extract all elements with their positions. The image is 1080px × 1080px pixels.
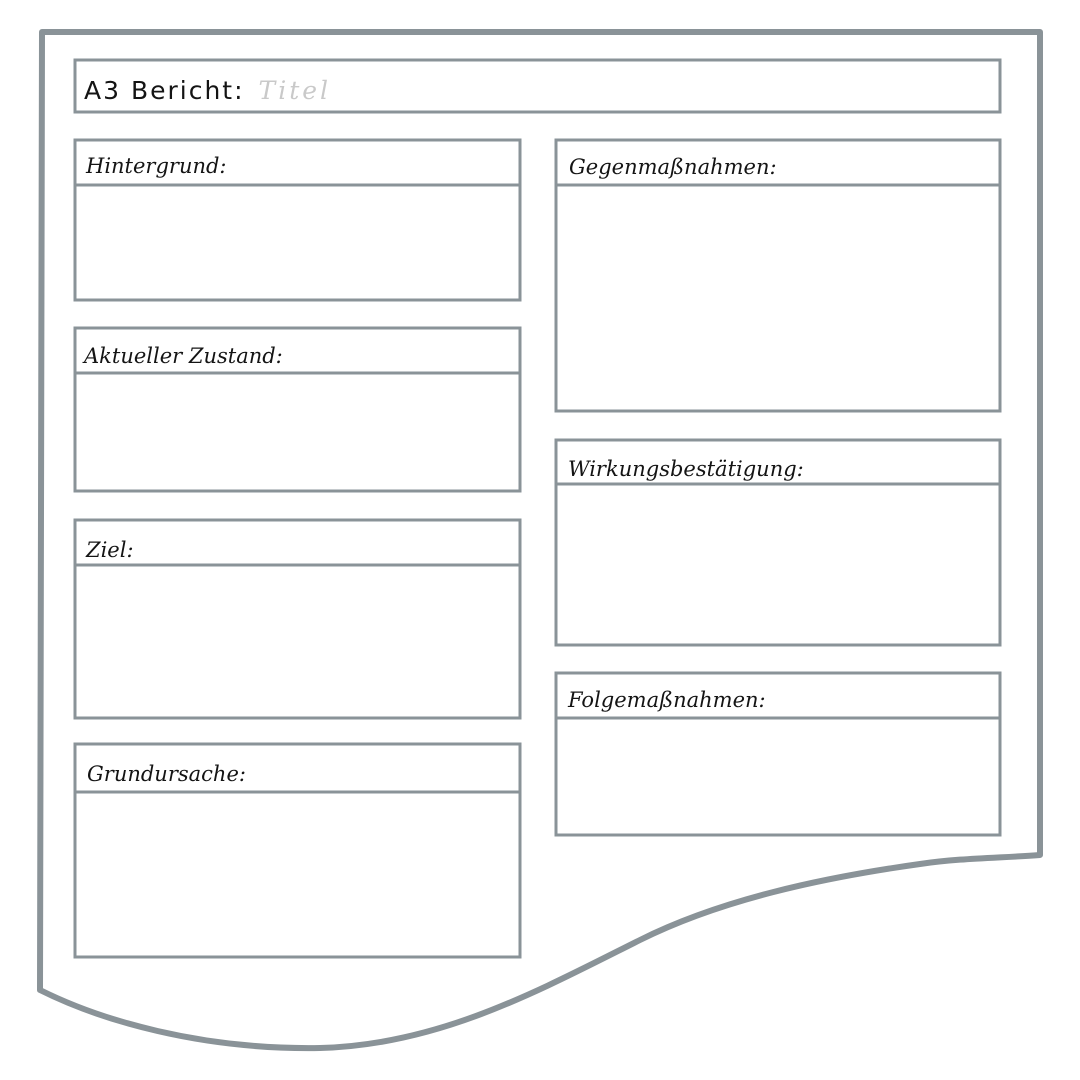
label-wirkungsbestaetigung: Wirkungsbestätigung: [568, 457, 804, 481]
label-ziel: Ziel: [86, 538, 134, 562]
label-grundursache: Grundursache: [87, 762, 246, 786]
report-title: A3 Bericht: Titel [84, 74, 331, 106]
report-title-label: A3 Bericht: [84, 75, 245, 105]
box-aktueller-zustand [73, 326, 522, 493]
label-gegenmassnahmen: Gegenmaßnahmen: [569, 155, 777, 179]
title-box [73, 58, 1002, 114]
box-grundursache [73, 742, 522, 959]
box-folgemassnahmen [554, 671, 1002, 837]
box-ziel [73, 518, 522, 720]
box-hintergrund [73, 138, 522, 302]
label-hintergrund: Hintergrund: [86, 154, 227, 178]
box-wirkungsbestaetigung [554, 438, 1002, 647]
report-title-placeholder[interactable]: Titel [258, 75, 332, 105]
label-aktueller-zustand: Aktueller Zustand: [84, 344, 283, 368]
box-gegenmassnahmen [554, 138, 1002, 413]
label-folgemassnahmen: Folgemaßnahmen: [568, 688, 766, 712]
paper-outline [37, 29, 1043, 1052]
